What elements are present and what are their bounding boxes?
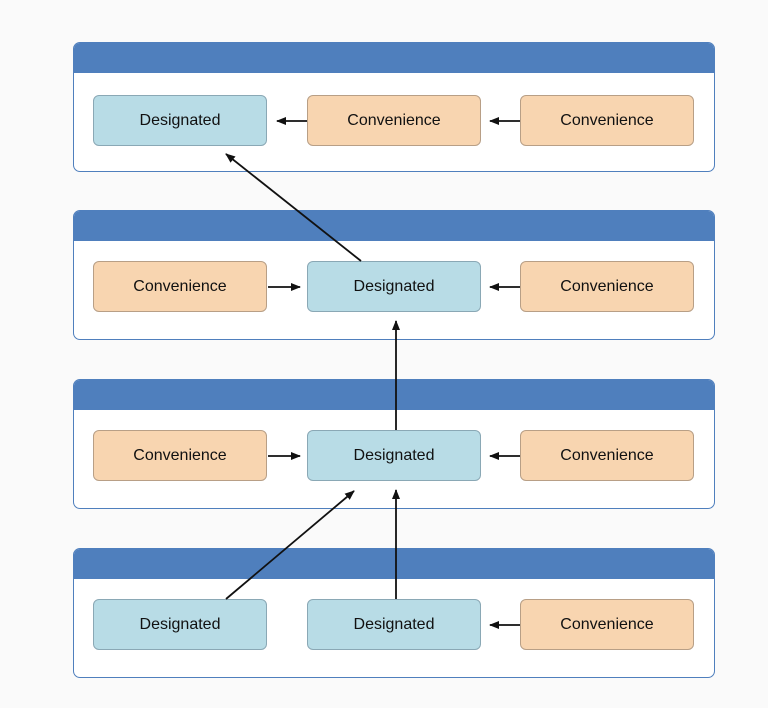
designated-initializer-node: Designated [307, 599, 481, 650]
class-panel-1: Designated Convenience Convenience [73, 42, 715, 172]
designated-initializer-node: Designated [93, 599, 267, 650]
convenience-initializer-node: Convenience [93, 430, 267, 481]
convenience-initializer-node: Convenience [307, 95, 481, 146]
class-panel-header [74, 549, 714, 579]
convenience-initializer-node: Convenience [520, 430, 694, 481]
class-panel-3: Convenience Designated Convenience [73, 379, 715, 509]
designated-initializer-node: Designated [93, 95, 267, 146]
convenience-initializer-node: Convenience [520, 95, 694, 146]
convenience-initializer-node: Convenience [93, 261, 267, 312]
class-panel-header [74, 43, 714, 73]
convenience-initializer-node: Convenience [520, 599, 694, 650]
designated-initializer-node: Designated [307, 430, 481, 481]
class-panel-4: Designated Designated Convenience [73, 548, 715, 678]
class-panel-header [74, 211, 714, 241]
class-panel-2: Convenience Designated Convenience [73, 210, 715, 340]
class-panel-header [74, 380, 714, 410]
convenience-initializer-node: Convenience [520, 261, 694, 312]
designated-initializer-node: Designated [307, 261, 481, 312]
